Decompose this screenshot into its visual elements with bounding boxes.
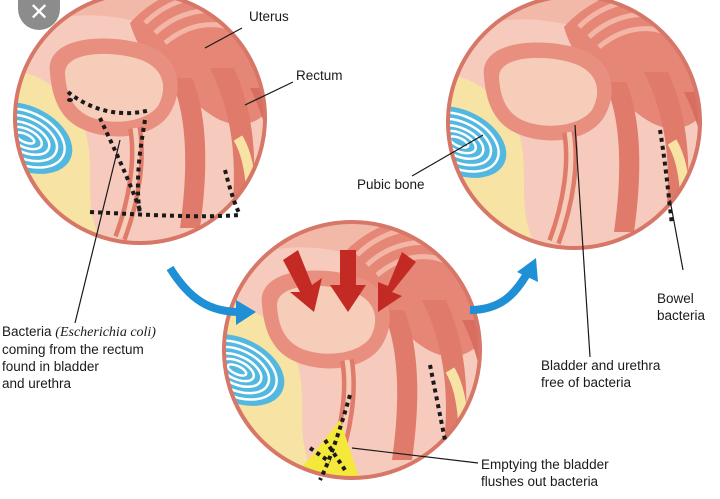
label-bacteria-line3: found in bladder	[2, 359, 99, 374]
pressure-arrow-right	[378, 252, 416, 312]
label-free-line2: free of bacteria	[541, 375, 632, 390]
label-empty-line2: flushes out bacteria	[481, 474, 599, 489]
label-bladder-free: Bladder and urethra free of bacteria	[541, 357, 660, 391]
transition-arrow-left	[166, 265, 241, 316]
bacteria-trail-panel-a	[66, 90, 242, 219]
panel-infected	[13, 0, 267, 245]
pressure-arrow-middle	[330, 250, 366, 312]
leader-bowel-bacteria	[669, 199, 684, 271]
label-bacteria-line2: coming from the rectum	[2, 342, 144, 357]
label-bacteria-line4: and urethra	[2, 376, 72, 391]
label-bowel-line1: Bowel	[657, 291, 694, 306]
leader-uterus	[204, 27, 243, 49]
pressure-arrows	[283, 250, 416, 312]
leader-pubic-bone	[411, 134, 484, 177]
label-bacteria-species: (Escherichia coli)	[55, 325, 156, 340]
label-uterus: Uterus	[249, 9, 289, 24]
close-icon[interactable]: ✕	[28, 0, 50, 26]
panel-emptying	[222, 220, 482, 481]
label-empty-line1: Emptying the bladder	[481, 457, 609, 472]
bacteria-dots-panel-a	[67, 98, 73, 102]
label-emptying: Emptying the bladder flushes out bacteri…	[481, 456, 609, 490]
label-bacteria-line1: Bacteria (Escherichia coli)	[2, 324, 156, 340]
label-rectum: Rectum	[296, 68, 343, 83]
panel-clear	[446, 0, 702, 250]
transition-arrow-right-head	[517, 258, 538, 282]
label-bowel-line2: bacteria	[657, 308, 706, 323]
leader-bladder-free	[574, 124, 591, 358]
transition-arrow-right	[469, 270, 532, 314]
bacteria-trail-panel-c	[658, 129, 674, 226]
leader-emptying	[351, 447, 479, 464]
label-pubic-bone: Pubic bone	[357, 177, 425, 192]
leader-bacteria	[74, 139, 121, 324]
label-free-line1: Bladder and urethra	[541, 358, 661, 373]
label-bacteria: Bacteria (Escherichia coli) coming from …	[2, 323, 156, 392]
pressure-arrow-left	[283, 250, 322, 312]
leader-rectum	[244, 81, 294, 106]
bacteria-trail-panel-b	[308, 364, 447, 481]
label-bowel-bacteria: Bowel bacteria	[657, 290, 705, 324]
transition-arrow-left-head	[236, 300, 256, 325]
leader-lines	[74, 27, 684, 464]
